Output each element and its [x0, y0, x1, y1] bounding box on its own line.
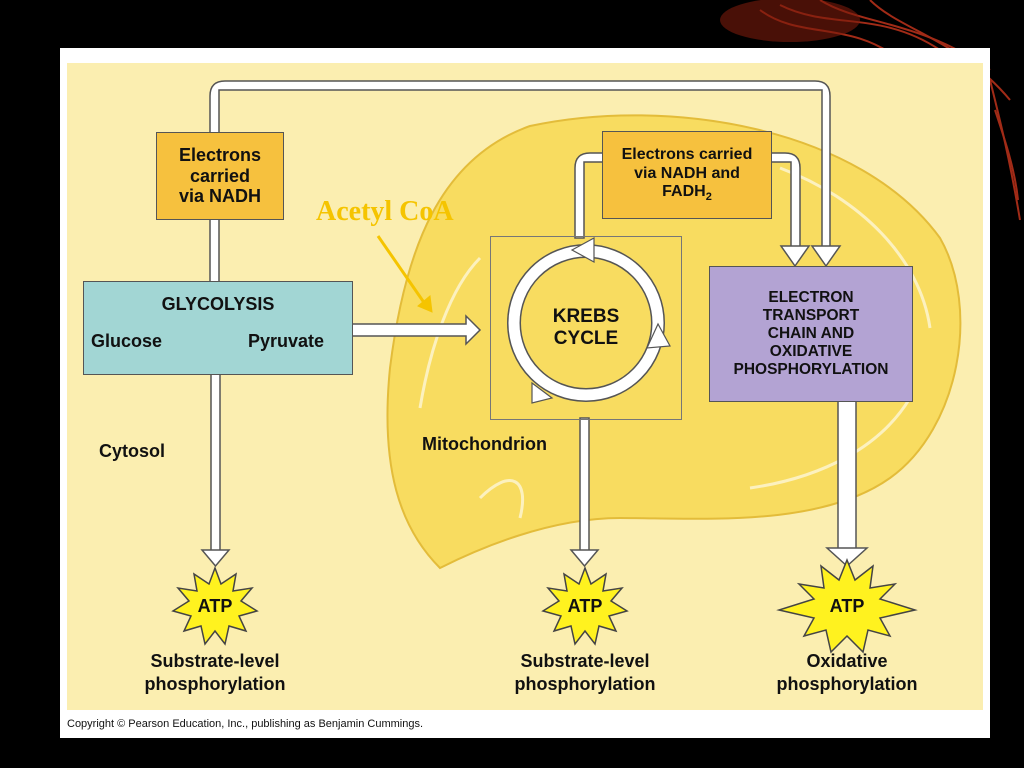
nadh-to-etc-arrow [209, 80, 842, 309]
krebs-line-2: CYCLE [553, 328, 619, 349]
acetyl-coa-label: Acetyl CoA [316, 196, 454, 227]
krebs-down-arrow [569, 417, 600, 568]
nadh-line-3: via NADH [178, 186, 262, 207]
fadh-subscript: 2 [705, 191, 712, 204]
caption-left-line-1: Substrate-level [150, 651, 280, 671]
atp-burst-middle [541, 565, 629, 646]
nadh-line-1: Electrons [178, 144, 262, 165]
etc-line-3: CHAIN AND [767, 325, 855, 343]
caption-middle-line-2: phosphorylation [514, 674, 656, 695]
atp-label-right: ATP [829, 596, 865, 616]
krebs-cycle-arrowheads [531, 236, 671, 404]
atp-label-left: ATP [197, 596, 233, 616]
caption-left: Substrate-level phosphorylation [115, 650, 315, 697]
copyright-notice: Copyright © Pearson Education, Inc., pub… [67, 718, 424, 730]
electron-transport-chain-box: ELECTRON TRANSPORT CHAIN AND OXIDATIVE P… [709, 266, 913, 402]
caption-right-line-1: Oxidative [806, 651, 888, 671]
fadh-text: FADH [662, 182, 706, 200]
atp-burst-right [776, 557, 918, 654]
caption-middle: Substrate-level phosphorylation [485, 650, 685, 697]
pyruvate-label: Pyruvate [248, 330, 325, 351]
etc-line-2: TRANSPORT [762, 307, 860, 325]
glycolysis-title: GLYCOLYSIS [161, 294, 275, 314]
mitochondrion-label: Mitochondrion [422, 434, 547, 454]
caption-middle-line-1: Substrate-level [520, 651, 650, 671]
nadh-electrons-box: Electrons carried via NADH [156, 132, 284, 220]
glucose-label: Glucose [91, 330, 163, 351]
atp-burst-left [171, 565, 259, 646]
etc-down-arrow [825, 399, 869, 568]
etc-line-5: PHOSPHORYLATION [733, 360, 889, 378]
etc-line-4: OXIDATIVE [769, 342, 853, 360]
cytosol-label: Cytosol [99, 441, 166, 461]
etc-line-1: ELECTRON [768, 289, 854, 307]
krebs-line-1: KREBS [552, 306, 620, 328]
figure-panel: Electrons carried via NADH Electrons car… [60, 48, 990, 738]
krebs-cycle-box: KREBS CYCLE [490, 236, 682, 420]
pyruvate-to-krebs-arrow [351, 314, 482, 346]
nadh-fadh-line-1: Electrons carried [621, 146, 753, 164]
nadh-fadh-electrons-box: Electrons carried via NADH and FADH2 [602, 131, 772, 219]
caption-right-line-2: phosphorylation [776, 674, 918, 695]
mitochondrion-shape [386, 114, 962, 570]
caption-left-line-2: phosphorylation [144, 674, 286, 695]
nadh-fadh-line-3: FADH2 [662, 183, 712, 204]
nadh-fadh-line-2: via NADH and [634, 164, 740, 182]
glycolysis-box: GLYCOLYSIS Glucose Pyruvate [83, 281, 353, 375]
glycolysis-equation: Glucose Pyruvate [84, 331, 352, 357]
krebs-to-etc-arrow [574, 152, 811, 268]
caption-right: Oxidative phosphorylation [747, 650, 947, 697]
nadh-line-2: carried [189, 165, 251, 186]
acetyl-coa-pointer [376, 235, 433, 313]
atp-label-middle: ATP [567, 596, 603, 616]
